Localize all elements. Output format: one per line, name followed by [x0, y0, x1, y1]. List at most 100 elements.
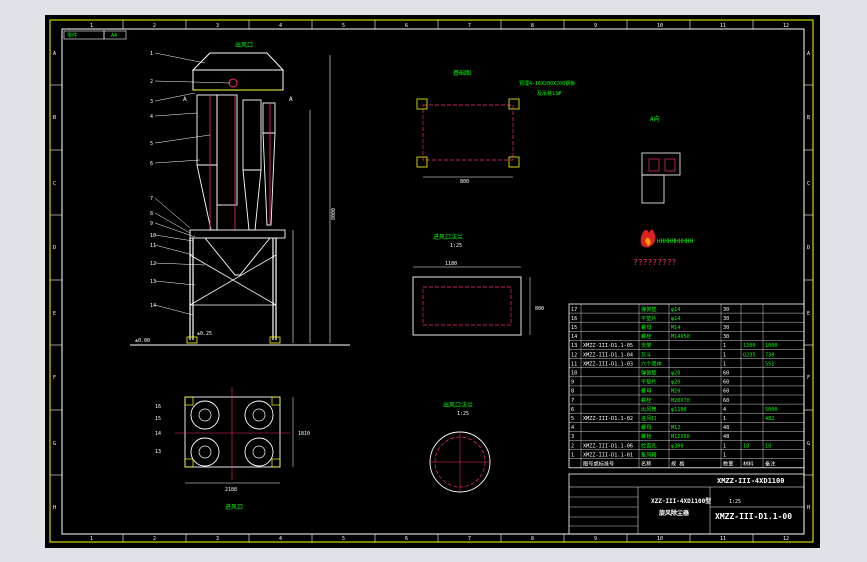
svg-text:8: 8	[150, 211, 153, 217]
bom-cell-no: 4	[571, 425, 574, 431]
bom-cell-qty: 4	[723, 407, 726, 413]
svg-text:C: C	[807, 181, 810, 187]
bom-cell-no: 17	[571, 307, 577, 313]
svg-text:A向: A向	[650, 115, 660, 123]
bom-cell-qty: 30	[723, 325, 729, 331]
bom-cell-name: 弹簧垫	[641, 305, 657, 313]
bom-cell-note: 18	[765, 443, 771, 449]
bom-cell-spec: φ20	[671, 380, 680, 386]
outer-frame	[49, 19, 814, 543]
bom-cell-no: 11	[571, 361, 577, 367]
bom-cell-no: 5	[571, 416, 574, 422]
bom-cell-spec: M14	[671, 325, 680, 331]
bom-cell-name: 螺母	[641, 423, 651, 431]
bom-cell-note: 730	[765, 352, 774, 358]
svg-text:基础图: 基础图	[453, 69, 471, 77]
svg-text:及吊装13#: 及吊装13#	[537, 90, 561, 97]
bom-header-code: 图号或标准号	[583, 460, 614, 468]
bom-header-mat: 材料	[743, 460, 753, 468]
bom-cell-qty: 60	[723, 389, 729, 395]
bom-cell-qty: 30	[723, 307, 729, 313]
bom-cell-no: 10	[571, 371, 577, 377]
grid-numbers: 1 2 3 4 5 6 7 8 9 10 11 12 1 2 3 4 5 6 7…	[90, 23, 789, 542]
grid-letters: A B C D E F G H A B C D E F G H	[53, 51, 810, 511]
bom-cell-qty: 1	[723, 361, 726, 367]
svg-text:4: 4	[279, 536, 282, 542]
bom-cell-qty: 30	[723, 316, 729, 322]
svg-text:A: A	[289, 96, 293, 103]
svg-text:?????????: ?????????	[633, 258, 677, 267]
svg-text:800: 800	[460, 179, 469, 185]
svg-text:A: A	[183, 96, 187, 103]
svg-text:1:25: 1:25	[450, 243, 462, 249]
svg-text:B: B	[53, 115, 56, 121]
svg-text:XZZ-III-4XD1100型: XZZ-III-4XD1100型	[651, 497, 711, 505]
bom-cell-name: 螺栓	[641, 432, 652, 440]
svg-text:旋风除尘器: 旋风除尘器	[658, 509, 690, 517]
bom-cell-qty: 1	[723, 416, 726, 422]
bom-cell-code: XMZZ-III-D1.1-03	[583, 361, 633, 367]
bom-cell-spec: φ14	[671, 316, 680, 322]
bom-cell-spec: M20X70	[671, 398, 690, 404]
svg-text:预埋4-16X200X200钢板: 预埋4-16X200X200钢板	[519, 80, 575, 87]
svg-text:12: 12	[150, 261, 156, 267]
bom-cell-no: 13	[571, 343, 577, 349]
bom-cell-qty: 30	[723, 334, 729, 340]
plan-view: 2188 1810 进风口 16 15 14 13	[155, 387, 310, 511]
bom-cell-name: 平垫片	[641, 314, 657, 322]
svg-text:10: 10	[657, 23, 663, 29]
bom-cell-mat: Q235	[743, 352, 756, 358]
bom-cell-no: 7	[571, 398, 574, 404]
svg-text:9: 9	[594, 23, 597, 29]
svg-text:14: 14	[155, 431, 161, 437]
bom-cell-spec: φ14	[671, 307, 680, 313]
svg-text:10: 10	[657, 536, 663, 542]
svg-text:2: 2	[153, 23, 156, 29]
svg-text:1:25: 1:25	[729, 499, 741, 505]
svg-text:7: 7	[468, 23, 471, 29]
bom-cell-code: XMZZ-III-D1.1-01	[583, 452, 633, 458]
bom-cell-qty: 1	[723, 343, 726, 349]
bom-cell-name: 集风箱	[641, 450, 657, 458]
svg-text:A: A	[807, 51, 810, 57]
bom-header-qty: 数量	[723, 460, 733, 468]
svg-text:D: D	[807, 245, 810, 251]
bom-cell-no: 2	[571, 443, 574, 449]
bom-cell-spec: φ20	[671, 371, 680, 377]
svg-text:11: 11	[720, 23, 726, 29]
bom-cell-no: 8	[571, 389, 574, 395]
svg-text:2: 2	[153, 536, 156, 542]
svg-text:4: 4	[150, 114, 153, 120]
drawing-sheet: 1 2 3 4 5 6 7 8 9 10 11 12 1 2 3 4 5 6 7…	[45, 15, 820, 548]
bom-cell-name: 检查孔	[641, 441, 657, 449]
svg-text:6: 6	[150, 161, 153, 167]
bom-cell-qty: 1	[723, 352, 726, 358]
svg-text:10: 10	[150, 233, 156, 239]
bom-cell-qty: 60	[723, 398, 729, 404]
svg-text:5: 5	[150, 141, 153, 147]
svg-text:1: 1	[150, 51, 153, 57]
svg-text:11: 11	[720, 536, 726, 542]
bom-cell-no: 3	[571, 434, 574, 440]
bom-cell-name: 平垫片	[641, 378, 657, 386]
bom-cell-name: 灰斗	[641, 350, 651, 358]
svg-text:±0.25: ±0.25	[197, 331, 212, 337]
logo-text: HHHHHHHHHH	[657, 238, 694, 245]
drawing-tab: 零件 A4	[63, 30, 127, 40]
bom-cell-spec: φ300	[671, 443, 684, 449]
bom-cell-code: XMZZ-III-D1.1-02	[583, 416, 633, 422]
svg-text:零件: 零件	[67, 32, 77, 39]
svg-text:8000: 8000	[331, 208, 337, 220]
bom-cell-code: XMZZ-III-D1.1-05	[583, 343, 633, 349]
svg-text:H: H	[807, 505, 810, 511]
bom-cell-no: 16	[571, 316, 577, 322]
bom-cell-no: 1	[571, 452, 574, 458]
bom-cell-spec: M12X50	[671, 434, 690, 440]
svg-text:E: E	[807, 311, 810, 317]
svg-text:A: A	[53, 51, 56, 57]
bom-cell-name: 支架	[641, 341, 651, 349]
bom-cell-note: 551	[765, 361, 774, 367]
svg-text:XMZZ-III-4XD1100: XMZZ-III-4XD1100	[717, 477, 784, 485]
svg-text:3: 3	[216, 23, 219, 29]
